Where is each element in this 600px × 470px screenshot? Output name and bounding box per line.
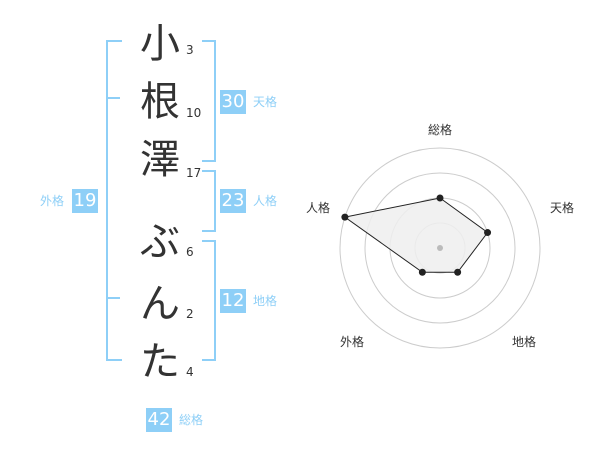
stroke-count-4: 6 (186, 245, 194, 259)
stroke-count-6: 4 (186, 365, 194, 379)
chikaku-bracket (202, 240, 216, 361)
radar-ring (339, 147, 541, 349)
gaikaku-tick-1 (106, 97, 120, 99)
tenkaku-bracket (202, 40, 216, 162)
radar-label-chikaku: 地格 (512, 334, 536, 349)
chikaku-label: 地格 (253, 294, 278, 308)
radar-center-dot (437, 245, 443, 251)
name-char-5: ん (140, 281, 180, 327)
radar-point (418, 268, 426, 276)
radar-ring (364, 172, 516, 324)
name-char-4: ぶ (140, 219, 180, 265)
gaikaku-bracket (106, 40, 122, 361)
radar-point (341, 213, 349, 221)
radar-label-gaikaku: 外格 (340, 334, 364, 349)
tenkaku-label: 天格 (253, 95, 278, 109)
soukaku-value-badge: 42 (146, 408, 172, 432)
gaikaku-value-badge: 19 (72, 189, 98, 213)
chikaku-value-badge: 12 (220, 289, 246, 313)
radar-label-tenkaku: 天格 (550, 200, 574, 215)
radar-point (436, 194, 444, 202)
name-char-6: た (140, 339, 180, 385)
gaikaku-tick-2 (106, 297, 120, 299)
name-char-3: 澤 (140, 137, 180, 183)
name-char-2: 根 (140, 79, 180, 125)
jinkaku-value-badge: 23 (220, 189, 246, 213)
radar-area (343, 197, 489, 273)
name-char-1: 小 (140, 21, 180, 67)
radar-point (454, 268, 462, 276)
stroke-count-5: 2 (186, 307, 194, 321)
jinkaku-bracket (202, 170, 216, 232)
stroke-count-1: 3 (186, 43, 194, 57)
radar-label-jinkaku: 人格 (306, 200, 330, 215)
soukaku-label: 総格 (179, 413, 204, 427)
radar-point (484, 229, 492, 237)
radar-points (341, 194, 492, 276)
stroke-count-2: 10 (186, 106, 202, 120)
tenkaku-value-badge: 30 (220, 90, 246, 114)
gaikaku-label: 外格 (40, 194, 65, 208)
jinkaku-label: 人格 (253, 194, 278, 208)
radar-label-soukaku: 総格 (428, 122, 452, 137)
stroke-count-3: 17 (186, 166, 202, 180)
